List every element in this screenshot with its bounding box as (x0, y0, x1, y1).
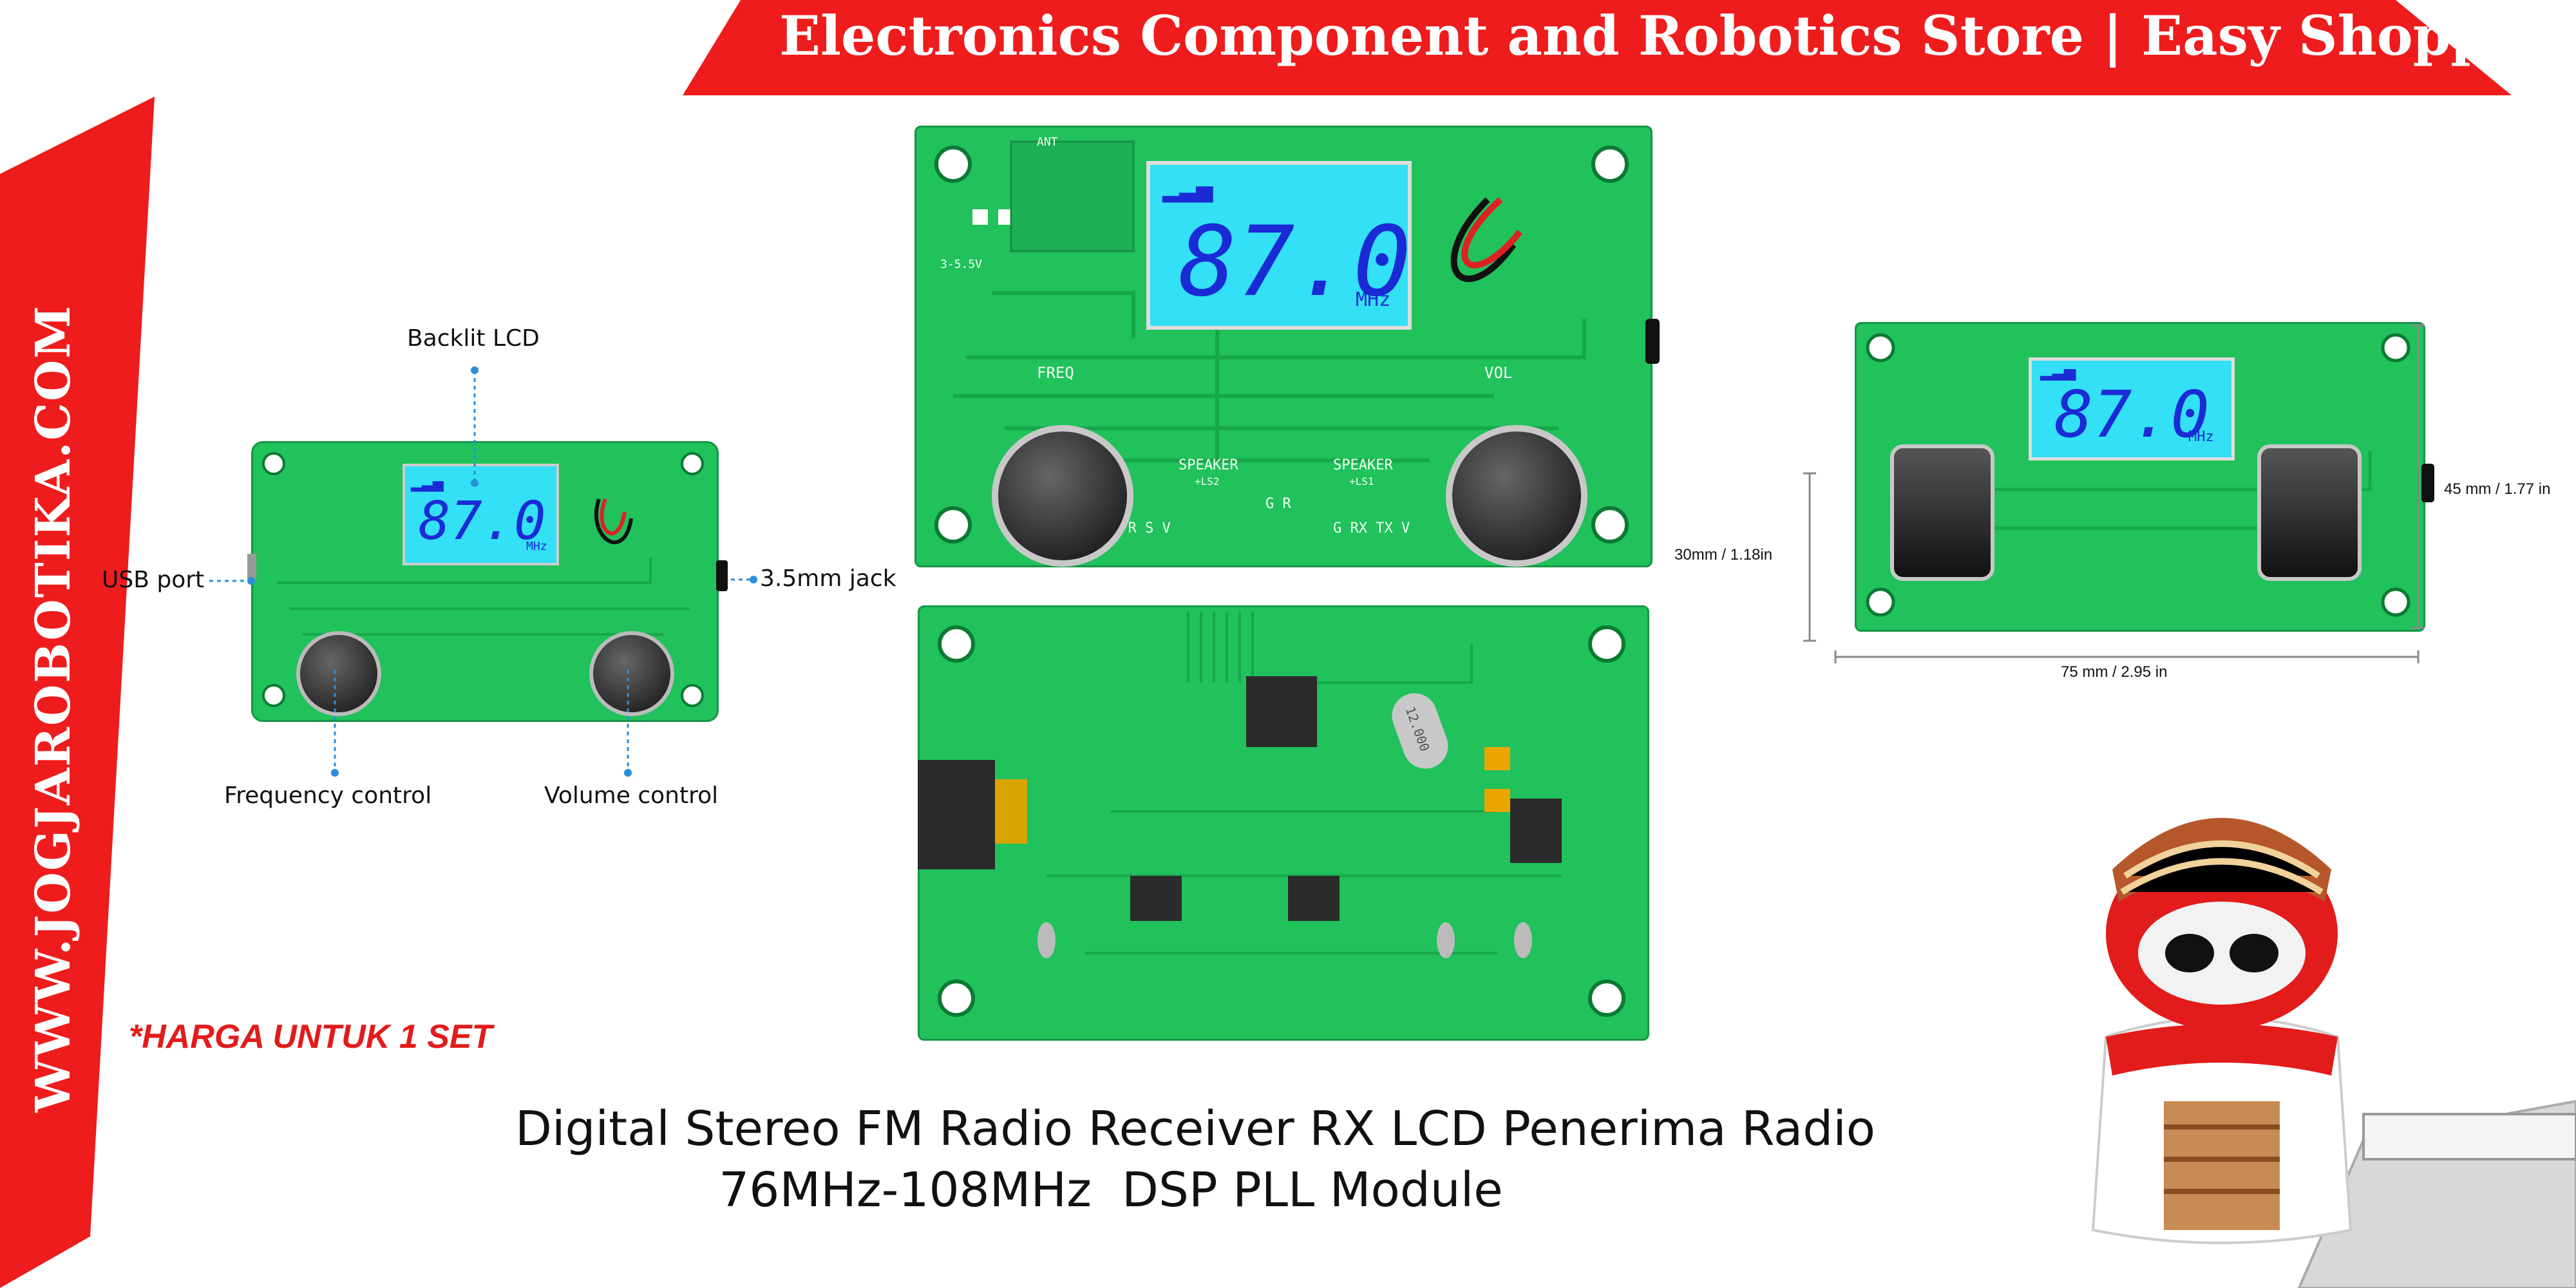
dimension-height: 45 mm / 1.77 in (2444, 480, 2551, 498)
center-lcd-frequency: 87.0 (1179, 206, 1412, 318)
header-banner (0, 0, 2512, 95)
center-frequency-knob[interactable] (992, 425, 1133, 567)
signal-bars-icon: ▂▃▅ (411, 475, 444, 491)
dimension-lines (1803, 324, 2425, 663)
dimension-width: 75 mm / 2.95 in (2061, 663, 2168, 681)
callout-usb-port: USB port (102, 567, 205, 593)
right-frequency-knob[interactable] (1890, 444, 1994, 581)
signal-bars-icon: ▂▃▅ (2040, 363, 2076, 381)
callout-volume-control: Volume control (544, 782, 719, 809)
callout-lines (209, 366, 757, 777)
center-lcd-screen (1146, 161, 1412, 330)
left-lcd-screen (402, 464, 559, 565)
center-volume-knob[interactable] (1446, 425, 1587, 567)
volume-knob[interactable] (589, 631, 674, 716)
right-volume-knob[interactable] (2257, 444, 2362, 581)
callout-frequency-control: Frequency control (224, 782, 432, 809)
right-lcd-screen (2029, 357, 2235, 460)
callout-3-5mm-jack: 3.5mm jack (760, 565, 896, 592)
center-audio-jack (1645, 319, 1660, 364)
header-title: Electronics Component and Robotics Store… (779, 4, 2576, 68)
left-wire (594, 498, 633, 544)
center-ls1-label: +LS1 (1349, 475, 1374, 488)
product-title-line2: 76MHz-108MHz DSP PLL Module (719, 1162, 1503, 1218)
signal-bars-icon: ▂▃▅ (1162, 178, 1213, 202)
side-banner (0, 97, 155, 1288)
center-wire (1450, 197, 1522, 282)
dimension-depth: 30mm / 1.18in (1674, 546, 1773, 564)
right-audio-jack (2421, 464, 2434, 502)
frequency-knob[interactable] (296, 631, 381, 716)
price-note: *HARGA UNTUK 1 SET (129, 1018, 493, 1056)
left-lcd-frequency: 87.0 (419, 491, 546, 552)
center-voltage-label: 3-5.5V (940, 258, 983, 271)
right-lcd-frequency: 87.0 (2054, 377, 2210, 452)
callout-backlit-lcd: Backlit LCD (407, 325, 540, 352)
center-speaker-ls1-label: SPEAKER (1333, 457, 1393, 473)
product-title-line1: Digital Stereo FM Radio Receiver RX LCD … (515, 1101, 1876, 1157)
left-usb-port (247, 554, 256, 580)
center-gr-label: G R (1265, 496, 1291, 512)
left-lcd-unit: MHz (526, 540, 547, 553)
center-module-back-tracks (918, 612, 1625, 1017)
left-module-tracks (262, 452, 704, 707)
center-lcd-unit: MHz (1356, 289, 1391, 311)
center-ant-label: ANT (1037, 135, 1058, 149)
center-speaker-ls2-label: SPEAKER (1179, 457, 1238, 473)
center-vol-label: VOL (1484, 364, 1513, 382)
left-audio-jack (716, 560, 728, 591)
center-freq-label: FREQ (1037, 364, 1074, 382)
center-ls2-label: +LS2 (1195, 475, 1220, 488)
robot-mascot-icon (2091, 818, 2576, 1288)
center-pins-right: G RX TX V (1333, 520, 1410, 536)
right-lcd-unit: MHz (2188, 429, 2214, 445)
